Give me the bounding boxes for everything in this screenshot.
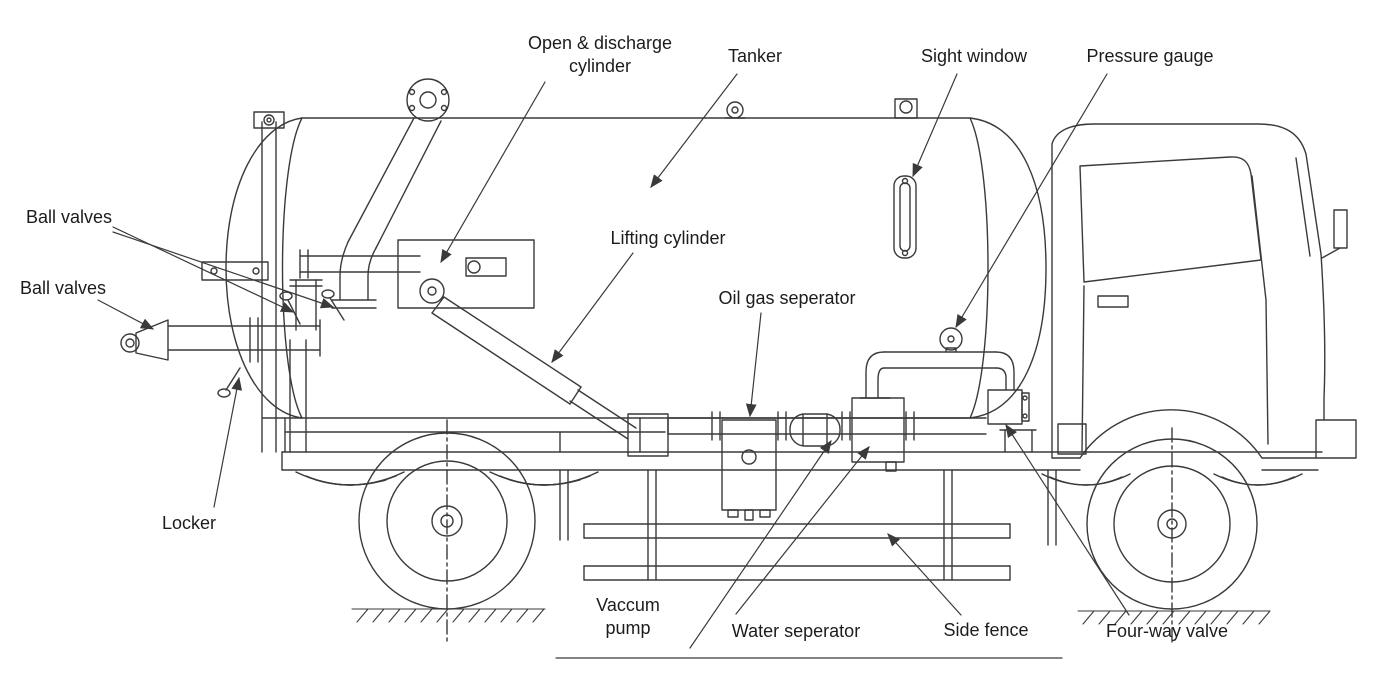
label-ball-valves-top: Ball valves [26, 207, 113, 227]
rear-wheel [358, 419, 536, 646]
leader-lines [97, 73, 1130, 659]
label-vaccum-pump: Vaccum pump [596, 594, 660, 640]
label-open-discharge-cylinder: Open & discharge cylinder [528, 32, 672, 78]
label-locker: Locker [162, 513, 217, 533]
oil-gas-separator-part [721, 419, 777, 521]
lifting-lug-icon [724, 101, 746, 119]
label-tanker: Tanker [727, 46, 783, 66]
label-line: Vaccum [596, 595, 660, 615]
sight-window-part [893, 175, 917, 259]
top-bracket [894, 98, 918, 119]
label-water-seperator: Water seperator [731, 621, 861, 641]
chassis [281, 417, 1323, 541]
label-line: Open & discharge [527, 33, 673, 53]
label-ball-valves-left: Ball valves [20, 278, 107, 298]
tanker-body [225, 117, 1047, 419]
label-side-fence: Side fence [943, 620, 1029, 640]
cab [1047, 123, 1357, 546]
label-four-way-valve: Four-way valve [1105, 621, 1229, 641]
suction-boom [331, 78, 450, 309]
label-sight-window: Sight window [920, 46, 1028, 66]
vacuum-pump-part [789, 413, 841, 447]
four-way-valve-part [987, 389, 1030, 425]
lifting-cylinder-part [431, 296, 669, 457]
pressure-gauge-part [939, 327, 963, 353]
label-lifting-cylinder: Lifting cylinder [610, 228, 726, 248]
front-wheel [1086, 427, 1258, 646]
upper-pipe [859, 351, 1015, 399]
label-line: pump [605, 618, 651, 638]
label-oil-gas-seperator: Oil gas seperator [718, 288, 856, 308]
label-pressure-gauge: Pressure gauge [1086, 46, 1214, 66]
leaf-springs [295, 471, 1303, 486]
rear-piping [120, 261, 345, 453]
ground-hatch [351, 608, 1271, 625]
side-fence-part [583, 469, 1011, 581]
discharge-cylinder-part [299, 239, 535, 309]
label-line: cylinder [568, 56, 632, 76]
